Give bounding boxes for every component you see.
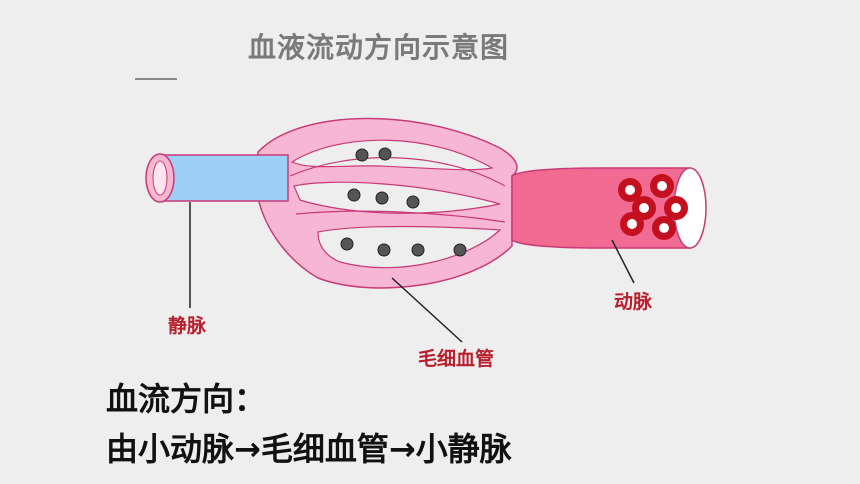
- capillary-leader-line: [391, 277, 463, 343]
- artery-leader-line: [611, 239, 635, 284]
- vein-label: 静脉: [168, 315, 207, 337]
- capillary-gap-top: [290, 139, 494, 171]
- flow-direction-heading: 血流方向：: [106, 380, 267, 418]
- page-title: 血液流动方向示意图: [248, 31, 510, 64]
- flow-direction-path: 由小动脉→毛细血管→小静脉: [106, 430, 512, 468]
- red-blood-cells: [618, 174, 688, 240]
- capillary-cells: [340, 147, 467, 257]
- capillary-strand: [295, 210, 506, 223]
- capillary-label: 毛细血管: [418, 348, 495, 370]
- capillary-gap-middle: [293, 181, 501, 214]
- artery-label: 动脉: [614, 291, 653, 313]
- vein-tube: [159, 154, 289, 202]
- title-underline: [135, 78, 177, 80]
- capillary-strand: [289, 157, 506, 187]
